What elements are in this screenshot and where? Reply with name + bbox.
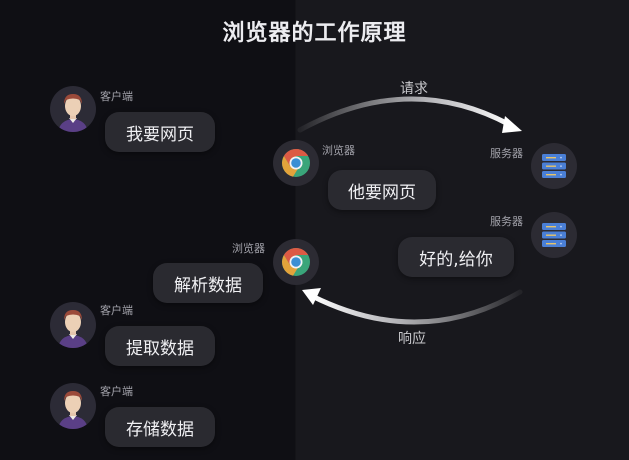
message-bubble-request-page: 我要网页 bbox=[105, 112, 215, 152]
request-arrow bbox=[297, 96, 515, 133]
browser-label: 浏览器 bbox=[322, 144, 355, 157]
request-label: 请求 bbox=[400, 81, 428, 97]
client-avatar-icon bbox=[50, 302, 96, 348]
message-bubble-extract-data: 提取数据 bbox=[105, 326, 215, 366]
message-bubble-parse-data: 解析数据 bbox=[153, 263, 263, 303]
client-avatar-icon bbox=[50, 86, 96, 132]
request-arrowhead bbox=[502, 116, 522, 133]
server-icon bbox=[531, 143, 577, 189]
client-label: 客户端 bbox=[100, 90, 133, 103]
message-bubble-server-reply: 好的,给你 bbox=[398, 237, 514, 277]
server-label: 服务器 bbox=[490, 215, 523, 228]
client-label: 客户端 bbox=[100, 304, 133, 317]
diagram-title: 浏览器的工作原理 bbox=[222, 21, 407, 46]
server-label: 服务器 bbox=[490, 147, 523, 160]
browser-chrome-icon bbox=[273, 140, 319, 186]
client-label: 客户端 bbox=[100, 385, 133, 398]
server-icon bbox=[531, 212, 577, 258]
response-label: 响应 bbox=[398, 331, 426, 347]
message-bubble-forward-request: 他要网页 bbox=[328, 170, 436, 210]
message-bubble-store-data: 存储数据 bbox=[105, 407, 215, 447]
browser-chrome-icon bbox=[273, 239, 319, 285]
response-arrowhead bbox=[302, 288, 321, 305]
response-arrow bbox=[309, 289, 523, 325]
client-avatar-icon bbox=[50, 383, 96, 429]
browser-label: 浏览器 bbox=[232, 242, 265, 255]
